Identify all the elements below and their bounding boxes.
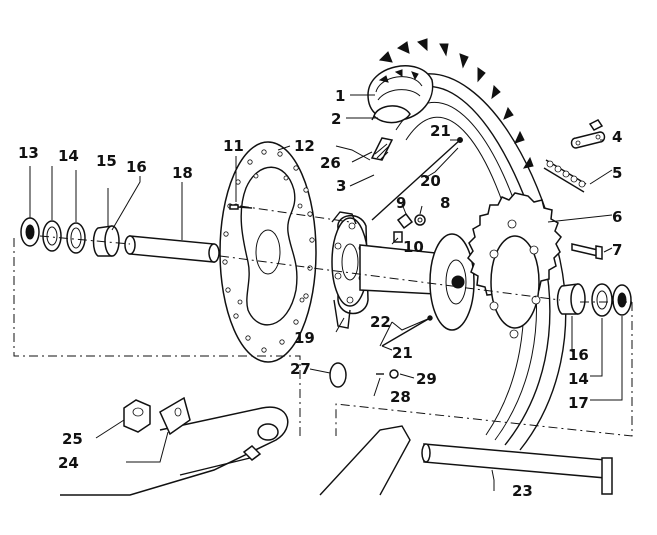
callout-4: 4 — [612, 128, 622, 146]
callout-27: 27 — [290, 360, 311, 378]
callout-21-top: 21 — [430, 122, 451, 140]
callout-1: 1 — [335, 87, 345, 105]
spoke-part-20 — [371, 137, 463, 221]
callout-3: 3 — [336, 177, 346, 195]
assembly-center-lines — [13, 205, 633, 437]
callouts: 1 2 26 3 12 11 21 20 9 8 10 4 5 6 7 13 1… — [18, 87, 622, 500]
callout-13: 13 — [18, 144, 39, 162]
callout-28: 28 — [390, 388, 411, 406]
inner-tube-part-2 — [373, 105, 411, 124]
callout-6: 6 — [612, 208, 622, 226]
callout-22: 22 — [370, 313, 391, 331]
rear-sprocket-part-6 — [467, 192, 562, 339]
sprocket-carrier-part-19 — [331, 211, 357, 329]
callout-26: 26 — [320, 154, 341, 172]
axle-nut-part-25 — [123, 399, 151, 433]
callout-11: 11 — [223, 137, 244, 155]
sprocket-bolt-part-7 — [571, 243, 603, 260]
callout-16-left: 16 — [126, 158, 147, 176]
callout-14-right: 14 — [568, 370, 589, 388]
right-spacers — [556, 283, 632, 317]
callout-5: 5 — [612, 164, 622, 182]
callout-18: 18 — [172, 164, 193, 182]
drive-chain-part-5 — [543, 159, 587, 193]
callout-8: 8 — [440, 194, 450, 212]
callout-21-bottom: 21 — [392, 344, 413, 362]
chain-adjuster-part-24 — [159, 396, 191, 436]
swingarm — [60, 406, 411, 496]
callout-9: 9 — [396, 194, 406, 212]
callout-14-left: 14 — [58, 147, 79, 165]
callout-7: 7 — [612, 241, 622, 259]
chain-master-link-part-4 — [570, 119, 606, 149]
callout-15: 15 — [96, 152, 117, 170]
rim-tape-part-26 — [370, 137, 394, 161]
left-spacers — [20, 217, 220, 263]
callout-10: 10 — [403, 238, 424, 256]
leader-lines — [29, 94, 623, 491]
callout-16-right: 16 — [568, 346, 589, 364]
tyre-tread-blocks — [378, 38, 534, 169]
rear-axle-part-23 — [421, 443, 613, 495]
callout-19: 19 — [294, 329, 315, 347]
callout-20: 20 — [420, 172, 441, 190]
callout-29: 29 — [416, 370, 437, 388]
small-hardware — [329, 212, 433, 388]
callout-23: 23 — [512, 482, 533, 500]
callout-12: 12 — [294, 137, 315, 155]
callout-17: 17 — [568, 394, 589, 412]
callout-2: 2 — [331, 110, 341, 128]
cush-drive-hub — [429, 233, 475, 331]
disc-bolt-part-11 — [229, 204, 253, 210]
callout-25: 25 — [62, 430, 83, 448]
callout-24: 24 — [58, 454, 79, 472]
